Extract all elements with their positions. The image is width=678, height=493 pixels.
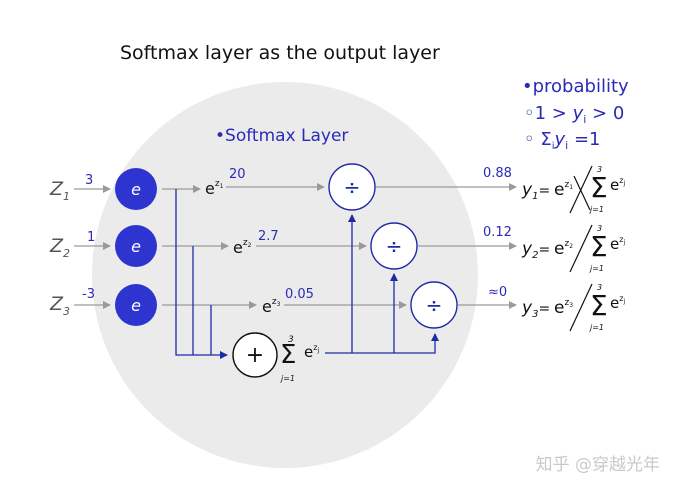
output-numerator-2: ez2 — [554, 239, 573, 259]
input-value-2: 1 — [87, 230, 95, 245]
sum-connectors — [175, 189, 439, 359]
probability-heading: •probability — [522, 76, 629, 97]
exp-node-3 — [115, 284, 157, 326]
exp-node-label-3: e — [131, 296, 141, 315]
output-den-term-2: ezj — [610, 235, 625, 253]
output-numerator-1: ez1 — [554, 180, 573, 200]
probability-bound: ◦1 > yi > 0 — [524, 103, 624, 126]
output-den-upper-1: 3 — [597, 165, 602, 174]
output-formula-2: y2= ez2 3 Σ j=1 ezj — [521, 224, 625, 273]
divide-node-2 — [370, 222, 418, 270]
exp-value-3: 0.05 — [285, 287, 314, 302]
divide-node-3 — [410, 281, 458, 329]
softmax-layer-label: •Softmax Layer — [215, 126, 348, 146]
output-den-term-3: ezj — [610, 294, 625, 312]
row-1: Z1 3 e ez1 20 ÷ 0.88 — [49, 163, 517, 211]
sum-sigma: Σ — [280, 340, 296, 370]
divide-node-1 — [328, 163, 376, 211]
output-value-1: 0.88 — [483, 166, 512, 181]
input-value-3: -3 — [82, 287, 95, 302]
divide-symbol-3: ÷ — [426, 293, 443, 317]
sum-upper: 3 — [288, 335, 294, 345]
plus-symbol: + — [246, 343, 264, 368]
output-den-sigma-3: Σ — [590, 289, 608, 322]
output-y3: y3= — [521, 298, 550, 320]
sum-lower: j=1 — [280, 374, 295, 383]
watermark: 知乎 @穿越光年 — [535, 455, 660, 475]
output-value-2: 0.12 — [483, 225, 512, 240]
exp-value-1: 20 — [229, 167, 246, 182]
output-den-term-1: ezj — [610, 176, 625, 194]
exp-term-3: ez3 — [262, 297, 281, 316]
exp-node-label-2: e — [131, 237, 141, 256]
sum-node — [232, 332, 278, 378]
divide-symbol-1: ÷ — [344, 175, 361, 199]
output-formula-3: y3= ez3 3 Σ j=1 ezj — [521, 283, 625, 332]
probability-sum: ◦ Σiyi =1 — [524, 129, 600, 152]
exp-node-label-1: e — [131, 180, 141, 199]
output-den-lower-2: j=1 — [589, 264, 604, 273]
exp-node-1 — [115, 168, 157, 210]
input-z3: Z3 — [49, 293, 70, 318]
diagram-title: Softmax layer as the output layer — [120, 42, 440, 64]
input-value-1: 3 — [85, 173, 93, 188]
output-den-upper-3: 3 — [597, 283, 602, 292]
probability-notes: •probability ◦1 > yi > 0 ◦ Σiyi =1 — [522, 76, 629, 152]
exp-term-1: ez1 — [205, 179, 224, 198]
output-den-lower-1: j=1 — [589, 205, 604, 214]
exp-node-2 — [115, 225, 157, 267]
output-den-sigma-1: Σ — [590, 171, 608, 204]
output-numerator-3: ez3 — [554, 298, 573, 318]
input-z2: Z2 — [49, 235, 70, 260]
exp-value-2: 2.7 — [258, 229, 279, 244]
sum-to-divide-3 — [325, 333, 439, 354]
fraction-slash-2 — [569, 224, 593, 273]
output-den-sigma-2: Σ — [590, 230, 608, 263]
output-y1: y1= — [521, 180, 550, 202]
output-y2: y2= — [521, 239, 550, 261]
row-2: Z2 1 e ez2 2.7 ÷ 0.12 — [49, 222, 517, 270]
sum-term: ezj — [304, 343, 319, 361]
row-3: Z3 -3 e ez3 0.05 ÷ ≈0 — [49, 281, 517, 329]
output-den-lower-3: j=1 — [589, 323, 604, 332]
input-z1: Z1 — [49, 178, 70, 203]
exp-term-2: ez2 — [233, 238, 252, 257]
output-formula-1: y1= ez1 3 Σ j=1 ezj — [521, 165, 625, 214]
fraction-slash-1b — [569, 165, 593, 214]
connector-row-1 — [175, 189, 228, 359]
fraction-slash-3 — [569, 283, 593, 332]
sum-expression: 3 Σ j=1 ezj — [280, 335, 319, 383]
fraction-slash-1 — [573, 175, 591, 211]
divide-symbol-2: ÷ — [386, 234, 403, 258]
softmax-layer-background — [92, 82, 478, 468]
output-den-upper-2: 3 — [597, 224, 602, 233]
output-value-3: ≈0 — [488, 285, 507, 300]
